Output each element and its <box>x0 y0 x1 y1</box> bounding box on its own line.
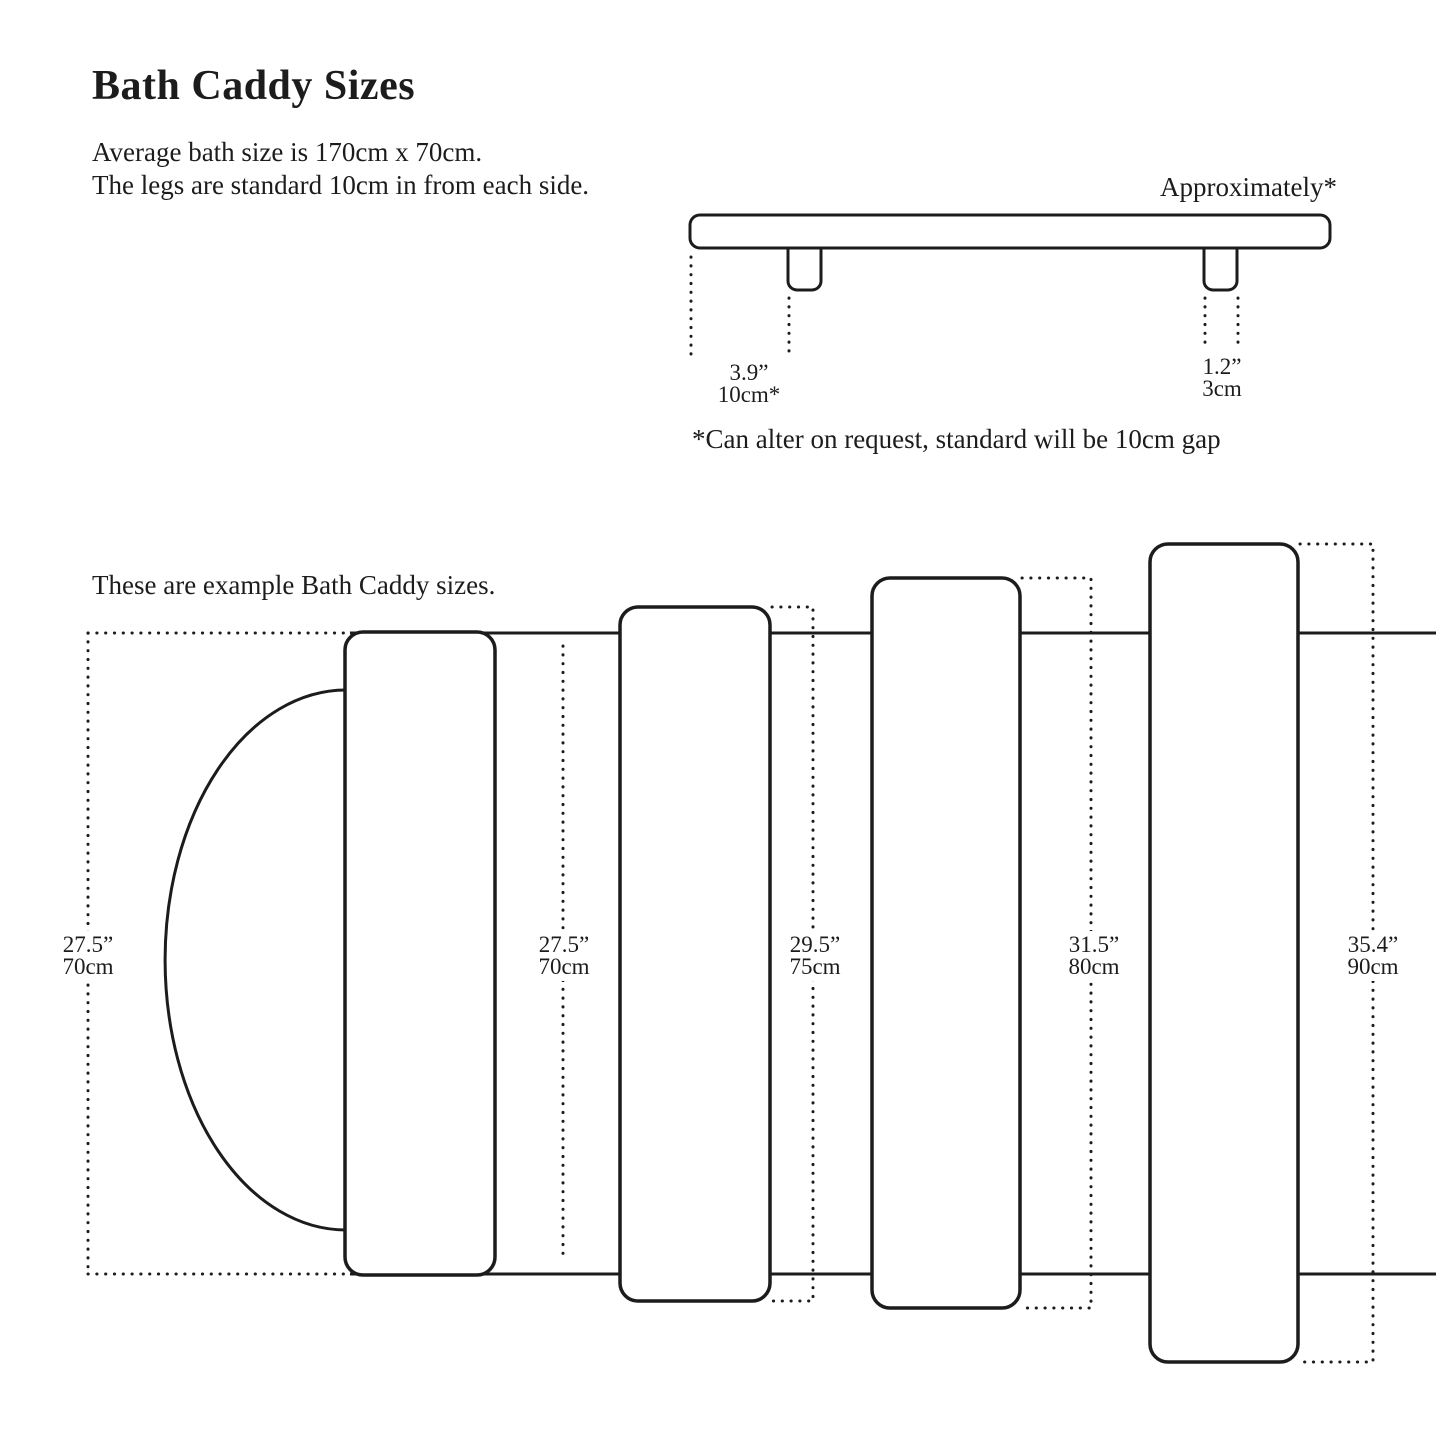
side-view-dimension-dotted-lines <box>689 255 1240 358</box>
bath-width-inches: 27.5” <box>62 932 114 957</box>
intro-line-1: Average bath size is 170cm x 70cm. <box>92 137 483 167</box>
intro-text: Average bath size is 170cm x 70cm. The l… <box>92 136 589 202</box>
caddy-board-75 <box>618 605 772 1303</box>
caddy-80-label: 31.5” 80cm <box>1063 931 1125 981</box>
caddy-90-cm: 90cm <box>1347 954 1399 979</box>
caddy-board-80 <box>870 576 1022 1310</box>
page-title: Bath Caddy Sizes <box>92 63 416 109</box>
bath-width-cm: 70cm <box>62 954 114 979</box>
caddy-75-label: 29.5” 75cm <box>784 931 846 981</box>
leg-inset-cm: 10cm* <box>717 382 781 407</box>
caddy-board-90 <box>1148 542 1300 1364</box>
caddy-side-view <box>688 213 1332 292</box>
shelf-board-side <box>688 213 1332 250</box>
caddy-90-label: 35.4” 90cm <box>1342 931 1404 981</box>
bath-width-label: 27.5” 70cm <box>57 931 119 981</box>
caddy-70-inches: 27.5” <box>538 932 590 957</box>
caddy-90-inches: 35.4” <box>1347 932 1399 957</box>
caddy-80-cm: 80cm <box>1068 954 1120 979</box>
caddy-70-cm: 70cm <box>538 954 590 979</box>
caddy-board-70 <box>343 630 497 1277</box>
caddy-75-cm: 75cm <box>789 954 841 979</box>
alter-footnote: *Can alter on request, standard will be … <box>692 424 1221 454</box>
leg-width-cm: 3cm <box>1202 376 1242 401</box>
leg-width-inches: 1.2” <box>1202 354 1242 379</box>
caddy-80-dim-bracket <box>1020 576 1093 1310</box>
caddy-70-label: 27.5” 70cm <box>533 931 595 981</box>
approximately-label: Approximately* <box>1160 172 1337 202</box>
leg-width-label: 1.2” 3cm <box>1197 353 1247 403</box>
caddy-80-inches: 31.5” <box>1068 932 1120 957</box>
intro-line-2: The legs are standard 10cm in from each … <box>92 170 590 200</box>
bath-curved-end <box>163 688 347 1232</box>
caddy-boards <box>343 542 1300 1364</box>
caddy-75-inches: 29.5” <box>789 932 841 957</box>
leg-inset-inches: 3.9” <box>729 360 769 385</box>
caddy-90-dim-bracket <box>1298 542 1375 1364</box>
examples-caption: These are example Bath Caddy sizes. <box>92 570 496 600</box>
leg-inset-label: 3.9” 10cm* <box>712 359 786 409</box>
